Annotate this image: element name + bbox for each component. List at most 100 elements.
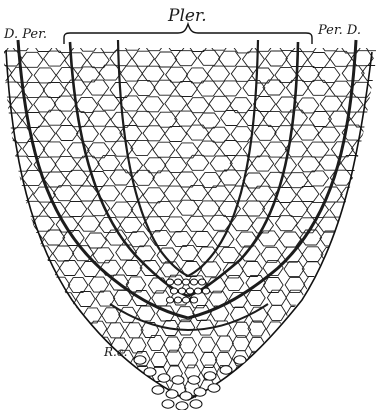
cell	[165, 158, 187, 173]
cell	[342, 232, 363, 247]
cell	[122, 35, 144, 50]
cell	[30, 277, 50, 292]
cell	[329, 365, 345, 380]
cell	[56, 126, 78, 141]
plerome-band-right	[188, 40, 258, 276]
cell	[0, 248, 12, 263]
cell	[76, 292, 95, 307]
cell	[297, 187, 319, 202]
cell	[285, 110, 307, 125]
cell	[165, 96, 187, 111]
cell	[243, 142, 265, 157]
cell	[210, 156, 232, 171]
cell	[197, 81, 219, 96]
initial-cell	[178, 288, 185, 294]
cell	[68, 397, 83, 410]
cell	[100, 127, 122, 142]
root-cap-cell	[166, 390, 178, 398]
cell	[0, 188, 10, 203]
cell	[54, 96, 76, 111]
cell	[143, 126, 165, 141]
initial-cell	[198, 279, 205, 285]
cell	[49, 352, 66, 367]
cell	[265, 51, 287, 66]
cell	[141, 397, 156, 410]
cell	[286, 173, 308, 188]
cell	[360, 291, 376, 306]
cell	[122, 261, 142, 276]
cell	[76, 186, 98, 201]
cell	[26, 335, 43, 350]
cell	[177, 200, 199, 215]
cell	[0, 278, 10, 293]
cell	[344, 262, 364, 277]
cell	[107, 382, 122, 397]
cell	[29, 307, 47, 322]
root-cap-loose-cells	[134, 356, 246, 410]
cell	[0, 397, 8, 410]
label-plerome: Pler.	[167, 6, 207, 26]
cell	[345, 245, 366, 260]
cell	[187, 155, 209, 170]
cell	[54, 321, 72, 336]
cell	[175, 51, 197, 66]
root-cap-cell	[234, 356, 246, 364]
cell	[110, 51, 132, 66]
root-cap-cell	[208, 384, 220, 392]
cell	[284, 262, 304, 277]
cell	[308, 80, 330, 95]
cell	[352, 141, 374, 156]
cell	[171, 231, 192, 246]
cell	[151, 353, 168, 368]
cell	[143, 36, 165, 51]
cell	[286, 202, 308, 217]
plerome-brace	[64, 24, 312, 44]
cell	[98, 155, 120, 170]
cell	[1, 201, 23, 216]
cell	[322, 260, 342, 275]
cell	[68, 278, 88, 293]
cell	[78, 382, 93, 397]
cell	[143, 188, 165, 203]
cell	[78, 216, 100, 231]
cell	[60, 261, 80, 276]
cell	[110, 170, 132, 185]
cell	[263, 112, 285, 127]
cell	[307, 171, 329, 186]
cell	[265, 142, 287, 157]
cell	[343, 368, 359, 383]
cell	[261, 382, 276, 397]
root-cap-cell	[220, 366, 232, 374]
cell	[0, 352, 17, 367]
cell	[216, 336, 233, 351]
cell	[364, 232, 376, 247]
cell	[208, 127, 230, 142]
cell	[9, 395, 24, 410]
cell	[348, 395, 363, 410]
cell	[281, 352, 298, 367]
cell	[332, 353, 349, 368]
cell	[231, 66, 253, 81]
cell	[186, 185, 208, 200]
cell	[359, 367, 375, 382]
cell	[313, 367, 329, 382]
cell	[103, 368, 119, 383]
cell	[276, 380, 291, 395]
initials-cluster	[166, 279, 209, 303]
cell	[337, 382, 352, 397]
cell	[142, 66, 164, 81]
cell	[197, 141, 219, 156]
cell	[10, 307, 28, 322]
cell	[359, 307, 376, 322]
cell	[221, 111, 243, 126]
cell	[254, 97, 276, 112]
cell	[320, 36, 342, 51]
initial-cell	[166, 297, 173, 303]
cell	[341, 216, 363, 231]
cell	[264, 368, 280, 383]
cell	[50, 398, 65, 410]
cell	[65, 80, 87, 95]
cell	[335, 337, 352, 352]
cell	[166, 36, 188, 51]
cell	[320, 335, 337, 350]
